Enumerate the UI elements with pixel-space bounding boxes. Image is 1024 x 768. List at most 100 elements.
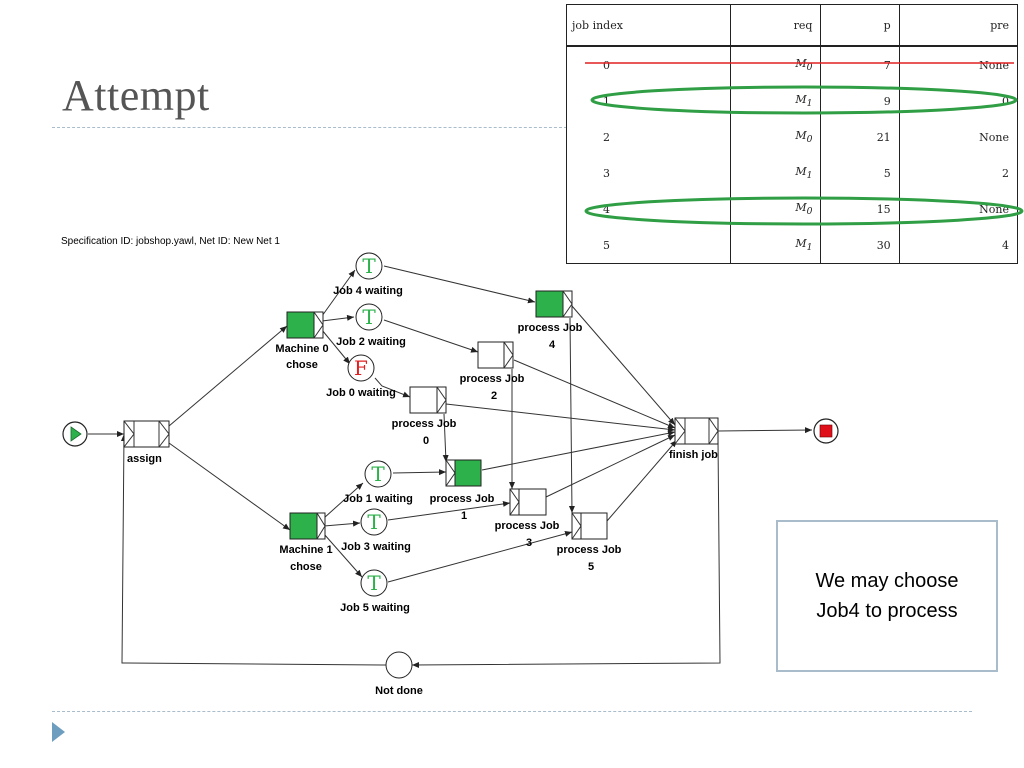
header-p: p xyxy=(820,4,900,47)
join-decorator xyxy=(674,417,686,445)
condition-job-4-waiting: T Job 4 waiting xyxy=(333,252,403,297)
task-label: chose xyxy=(286,359,318,371)
edge-j3-pj3 xyxy=(387,500,511,521)
edge-m1-j1 xyxy=(323,482,364,519)
machine-subscript: 0 xyxy=(806,206,813,218)
edge-j0-pj0 xyxy=(374,377,411,398)
edge-pj0-finish xyxy=(445,403,676,433)
cell-req: M1 xyxy=(729,227,822,264)
table-row: 5 M1 30 4 xyxy=(566,227,1019,264)
task-label: 5 xyxy=(588,561,594,573)
start-condition xyxy=(62,421,88,447)
edge-j1-pj1 xyxy=(392,469,447,476)
task-label: process Job xyxy=(495,520,560,532)
cell-p: 5 xyxy=(820,155,900,191)
condition-job-5-waiting: T Job 5 waiting xyxy=(340,569,410,614)
highlight-ellipse-row-4 xyxy=(584,196,1024,226)
task-process-job-0: process Job 0 xyxy=(392,386,457,447)
cell-job-index: 2 xyxy=(566,119,731,155)
task-process-job-5: process Job 5 xyxy=(557,512,622,573)
split-decorator xyxy=(708,417,719,445)
note-text: We may choose Job4 to process xyxy=(815,566,958,626)
task-assign: assign xyxy=(123,420,170,465)
task-box xyxy=(518,488,547,516)
condition-job-3-waiting: T Job 3 waiting xyxy=(341,508,411,553)
title-divider xyxy=(52,127,572,128)
highlight-ellipse-row-1 xyxy=(590,85,1018,115)
edge-assign-m1 xyxy=(168,442,291,531)
condition-label: Job 5 waiting xyxy=(340,602,410,614)
task-box xyxy=(123,420,170,448)
cell-pre: 4 xyxy=(898,227,1019,264)
token-false: F xyxy=(354,356,368,380)
condition-label: Job 2 waiting xyxy=(336,336,406,348)
condition-circle xyxy=(355,252,383,280)
net-edges xyxy=(88,265,813,668)
task-label: process Job xyxy=(518,322,583,334)
play-icon xyxy=(70,426,82,442)
edge-j5-pj5 xyxy=(387,530,573,583)
task-machine-1: Machine 1 chose xyxy=(279,512,333,573)
cell-job-index: 0 xyxy=(566,46,731,83)
cell-p: 7 xyxy=(820,46,900,83)
machine-name: M0 xyxy=(795,128,813,146)
task-box-active xyxy=(535,290,564,318)
task-label: 2 xyxy=(491,390,497,402)
edge-m0-j0 xyxy=(321,329,351,365)
table-row: 0 M0 7 None xyxy=(566,46,1019,83)
split-decorator xyxy=(313,311,324,339)
task-box-active xyxy=(289,512,318,540)
table-row: 2 M0 21 None xyxy=(566,119,1019,155)
task-label: process Job xyxy=(460,373,525,385)
edge-pj1-finish xyxy=(481,430,676,471)
join-decorator xyxy=(123,420,135,448)
split-decorator xyxy=(316,512,326,540)
table-row: 3 M1 5 2 xyxy=(566,155,1019,191)
task-box xyxy=(674,417,719,445)
condition-circle xyxy=(360,508,388,536)
condition-label: Not done xyxy=(375,685,423,697)
machine-name: M0 xyxy=(795,200,813,218)
condition-job-1-waiting: T Job 1 waiting xyxy=(343,460,413,505)
token-true: T xyxy=(371,462,385,486)
machine-name: M1 xyxy=(795,92,813,110)
edge-pj4-finish xyxy=(571,305,676,426)
task-label: Machine 1 xyxy=(279,544,332,556)
task-process-job-4: process Job 4 xyxy=(518,290,583,351)
cell-job-index: 3 xyxy=(566,155,731,191)
note-line: We may choose xyxy=(815,570,959,592)
task-label: chose xyxy=(290,561,322,573)
edge-pj0-pj1 xyxy=(442,413,449,463)
split-decorator xyxy=(436,386,447,414)
edge-m1-j3 xyxy=(323,520,361,527)
edge-j2-pj2 xyxy=(383,319,479,353)
task-box xyxy=(477,341,505,369)
split-box xyxy=(436,386,447,414)
edge-pj4-pj5 xyxy=(568,317,575,514)
cell-job-index: 5 xyxy=(566,227,731,264)
task-box-active xyxy=(286,311,315,339)
split-decorator xyxy=(158,420,170,448)
edge-m0-j2 xyxy=(321,314,355,322)
condition-job-2-waiting: T Job 2 waiting xyxy=(336,303,406,348)
edge-pj3-finish xyxy=(545,434,676,498)
condition-circle xyxy=(360,569,388,597)
task-machine-0: Machine 0 chose xyxy=(275,311,329,371)
footer-divider xyxy=(52,711,972,712)
specification-id: Specification ID: jobshop.yawl, Net ID: … xyxy=(61,236,280,247)
cell-pre: None xyxy=(898,46,1019,83)
condition-not-done: Not done xyxy=(375,651,423,697)
task-label: finish job xyxy=(669,449,718,461)
condition-label: Job 3 waiting xyxy=(341,541,411,553)
edge-m0-j4 xyxy=(321,269,356,317)
join-box xyxy=(509,488,520,516)
machine-subscript: 1 xyxy=(806,98,813,110)
machine-name: M1 xyxy=(795,236,813,254)
split-box xyxy=(562,290,573,318)
condition-label: Job 4 waiting xyxy=(333,285,403,297)
machine-subscript: 1 xyxy=(806,242,813,254)
split-box xyxy=(503,341,514,369)
task-box xyxy=(409,386,438,414)
machine-subscript: 1 xyxy=(806,170,813,182)
